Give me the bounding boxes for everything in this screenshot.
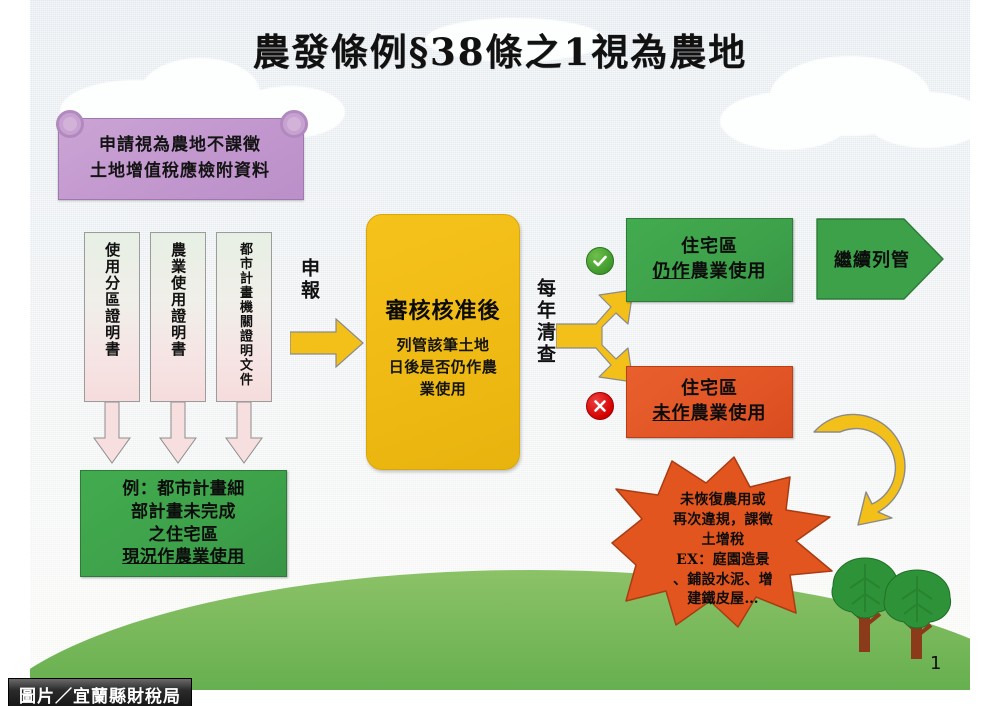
penalty-line-4: EX：庭園造景	[676, 551, 770, 568]
outcome-no-text: 住宅區 未作農業使用	[653, 377, 767, 427]
banner-line-2: 土地增值稅應檢附資料	[90, 161, 270, 182]
penalty-line-3: 土增稅	[701, 531, 745, 548]
down-arrow-icon	[225, 401, 263, 464]
cloud-shape	[425, 18, 605, 62]
apply-label: 申報	[298, 258, 320, 302]
example-line-2: 部計畫未完成	[131, 501, 236, 522]
example-line-1: 例：都市計畫細	[122, 478, 245, 499]
review-line-3: 業使用	[419, 379, 467, 398]
penalty-line-6: 建鐵皮屋…	[687, 591, 759, 608]
document-box-urban-plan-certificate[interactable]: 都市計畫機關證明文件	[216, 232, 272, 402]
outcome-no-rest: 農業使用	[690, 403, 767, 424]
outcome-ok-line-2: 仍作農業使用	[653, 260, 767, 285]
review-card-body: 列管該筆土地 日後是否仍作農 業使用	[375, 335, 511, 400]
outcome-ok-rest: 農業使用	[690, 261, 767, 282]
penalty-line-5: 、鋪設水泥、增	[672, 571, 774, 588]
document-box-label: 都市計畫機關證明文件	[237, 242, 253, 387]
tree-icon	[878, 568, 956, 668]
continue-monitoring-box[interactable]: 繼續列管	[816, 218, 944, 300]
requirements-banner	[58, 118, 304, 200]
outcome-ok-line-1: 住宅區	[681, 236, 738, 258]
penalty-line-2: 再次違規，課徵	[672, 511, 774, 528]
document-box-label: 農業使用證明書	[169, 242, 188, 358]
review-line-2: 日後是否仍作農	[388, 357, 498, 376]
down-arrow-icon	[93, 401, 131, 464]
x-circle-icon	[586, 392, 614, 420]
scroll-curl-right-icon	[280, 110, 308, 138]
outcome-no-underlined: 未作	[652, 403, 691, 424]
document-box-agricultural-use-certificate[interactable]: 農業使用證明書	[150, 232, 206, 402]
requirements-banner-text: 申請視為農地不課徵 土地增值稅應檢附資料	[62, 132, 298, 185]
cloud-shape	[866, 92, 970, 148]
source-watermark: 圖片／宜蘭縣財稅局	[8, 678, 192, 706]
check-circle-icon	[586, 247, 614, 275]
page-title: 農發條例§38條之1視為農地	[252, 30, 748, 74]
example-line-4: 現況作農業使用	[122, 547, 245, 568]
review-line-1: 列管該筆土地	[396, 336, 490, 354]
outcome-not-agricultural-box[interactable]: 住宅區 未作農業使用	[626, 366, 793, 438]
banner-line-1: 申請視為農地不課徵	[99, 135, 261, 155]
right-arrow-icon	[289, 317, 364, 369]
document-box-label: 使用分區證明書	[103, 242, 122, 358]
scroll-curl-left-icon	[56, 110, 84, 138]
example-residential-zone-box[interactable]: 例：都市計畫細 部計畫未完成 之住宅區 現況作農業使用	[80, 470, 287, 577]
review-approval-card[interactable]: 審核核准後 列管該筆土地 日後是否仍作農 業使用	[366, 214, 520, 470]
annual-check-label: 每年清查	[534, 278, 556, 366]
continue-monitoring-label: 繼續列管	[834, 250, 910, 271]
outcome-no-line-1: 住宅區	[681, 378, 738, 400]
example-box-text: 例：都市計畫細 部計畫未完成 之住宅區 現況作農業使用	[122, 478, 245, 570]
cloud-shape	[720, 92, 850, 150]
penalty-starburst[interactable]: 未恢復農用或 再次違規，課徵 土增稅 EX：庭園造景 、鋪設水泥、增 建鐵皮屋…	[610, 455, 835, 630]
outcome-still-agricultural-box[interactable]: 住宅區 仍作農業使用	[626, 218, 793, 302]
outcome-ok-underlined: 仍作	[652, 261, 691, 282]
page-number: 1	[930, 653, 942, 674]
outcome-no-line-2: 未作農業使用	[653, 402, 767, 427]
penalty-text: 未恢復農用或 再次違規，課徵 土增稅 EX：庭園造景 、鋪設水泥、增 建鐵皮屋…	[644, 491, 802, 610]
example-line-3: 之住宅區	[148, 524, 219, 545]
split-arrow-icon	[555, 288, 634, 384]
outcome-ok-text: 住宅區 仍作農業使用	[653, 235, 767, 285]
review-card-heading: 審核核准後	[385, 298, 501, 324]
curved-arrow-icon	[806, 398, 924, 526]
tree-icon	[826, 556, 904, 660]
penalty-line-1: 未恢復農用或	[680, 492, 766, 508]
down-arrow-icon	[159, 401, 197, 464]
document-box-zoning-certificate[interactable]: 使用分區證明書	[84, 232, 140, 402]
